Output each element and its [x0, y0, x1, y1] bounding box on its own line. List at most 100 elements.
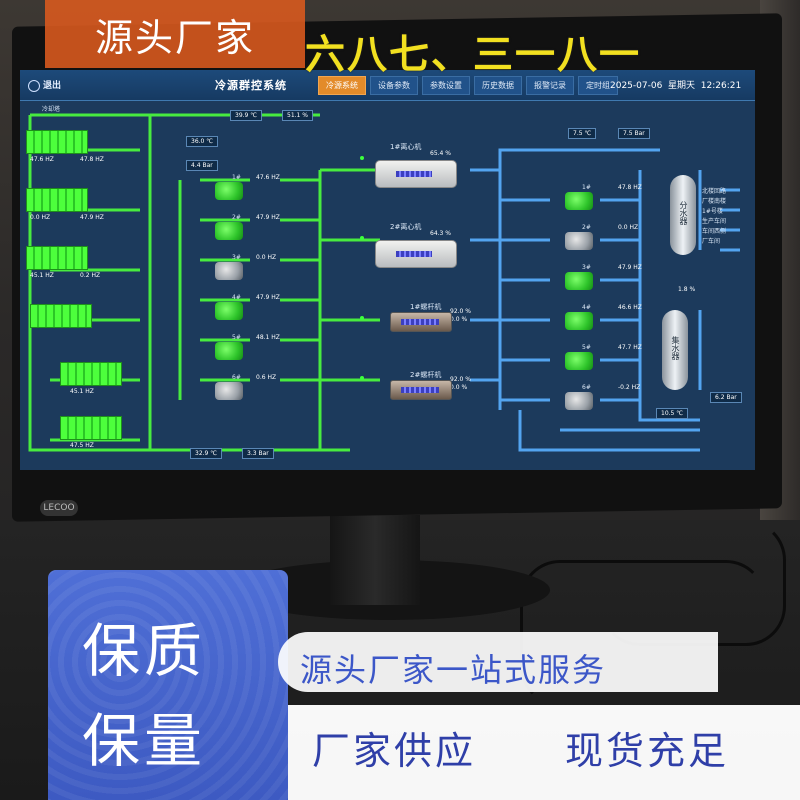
tower-hz: 47.5 HZ [70, 442, 94, 449]
cooling-tower-label: 冷却塔 [42, 106, 61, 113]
cw-pump-5[interactable] [215, 342, 243, 360]
tower-hz: 0.2 HZ [80, 272, 101, 279]
chw-pump-hz: 47.9 HZ [618, 264, 642, 271]
chiller-load: 92.0 % [450, 376, 471, 383]
cw-pump-hz: 0.6 HZ [256, 374, 277, 381]
chiller-load: 92.0 % [450, 308, 471, 315]
cw-pump-label: 2# [232, 214, 241, 221]
chiller-load: 64.3 % [430, 230, 451, 237]
cooling-tower-3 [26, 246, 88, 270]
valve-indicator [360, 376, 364, 380]
chw-pump-hz: 47.7 HZ [618, 344, 642, 351]
cw-pump-4[interactable] [215, 302, 243, 320]
chw-pump-label: 1# [582, 184, 591, 191]
chw-pump-6[interactable] [565, 392, 593, 410]
cw-pump-hz: 47.9 HZ [256, 294, 280, 301]
cw-pump-label: 5# [232, 334, 241, 341]
monitor-brand-logo: LECOO [40, 500, 78, 516]
top-humidity-readout: 51.1 % [282, 110, 313, 121]
datetime: 2025-07-06 星期天 12:26:21 [610, 78, 741, 91]
exit-button[interactable]: 退出 [28, 78, 61, 92]
tab-schedule[interactable]: 定时组 [578, 76, 618, 95]
tab-param-settings[interactable]: 参数设置 [422, 76, 470, 95]
tower-hz: 45.1 HZ [70, 388, 94, 395]
cw-return-press: 3.3 Bar [242, 448, 274, 459]
scada-screen: 退出 冷源群控系统 冷源系统 设备参数 参数设置 历史数据 报警记录 定时组 2… [20, 70, 755, 470]
tower-hz: 47.9 HZ [80, 214, 104, 221]
chw-pump-hz: 46.6 HZ [618, 304, 642, 311]
screw-chiller-1[interactable] [390, 312, 452, 332]
supply-left-text: 厂家供应 [312, 729, 477, 773]
centrifugal-chiller-1[interactable] [375, 160, 457, 188]
chiller-label: 2#螺杆机 [410, 371, 442, 379]
service-pill [278, 632, 718, 692]
cw-pump-hz: 0.0 HZ [256, 254, 277, 261]
cw-pump-hz: 48.1 HZ [256, 334, 280, 341]
chiller-label: 2#离心机 [390, 223, 422, 231]
cw-supply-press: 4.4 Bar [186, 160, 218, 171]
nav-tabs: 冷源系统 设备参数 参数设置 历史数据 报警记录 定时组 [318, 76, 618, 95]
chw-supply-press: 7.5 Bar [618, 128, 650, 139]
chw-pump-label: 2# [582, 224, 591, 231]
quality-line-1: 保质 [82, 617, 207, 685]
cw-pump-1[interactable] [215, 182, 243, 200]
cw-pump-6[interactable] [215, 382, 243, 400]
branch-label: 1#号楼 [702, 208, 723, 215]
tank-label: 分水器 [679, 201, 688, 225]
branch-label: 厂车间 [702, 238, 721, 245]
chw-pump-5[interactable] [565, 352, 593, 370]
cw-pump-hz: 47.6 HZ [256, 174, 280, 181]
time-text: 12:26:21 [700, 81, 742, 91]
tab-cold-source[interactable]: 冷源系统 [318, 76, 366, 95]
pipe-network [28, 113, 740, 452]
power-icon [28, 79, 40, 92]
chiller-label: 1#离心机 [390, 143, 422, 151]
chw-pump-hz: -0.2 HZ [618, 384, 641, 391]
chw-pump-label: 6# [582, 384, 591, 391]
supply-panel [288, 705, 800, 800]
tank-label: 集水器 [671, 336, 680, 360]
cw-pump-label: 3# [232, 254, 241, 261]
chw-pump-label: 4# [582, 304, 591, 311]
cw-pump-label: 6# [232, 374, 241, 381]
supply-header-tank: 分水器 [670, 175, 696, 255]
tab-alarms[interactable]: 报警记录 [526, 76, 574, 95]
tab-device-params[interactable]: 设备参数 [370, 76, 418, 95]
cooling-tower-2 [26, 188, 88, 212]
tower-hz: 47.8 HZ [80, 156, 104, 163]
chw-pump-label: 5# [582, 344, 591, 351]
branch-label: 生产车间 [702, 218, 727, 225]
cw-pump-2[interactable] [215, 222, 243, 240]
chw-pump-3[interactable] [565, 272, 593, 290]
cw-pump-hz: 47.9 HZ [256, 214, 280, 221]
cw-pump-label: 1# [232, 174, 241, 181]
chw-supply-temp: 7.5 ℃ [568, 128, 597, 139]
quality-panel: 保质 保量 [48, 570, 288, 800]
tower-hz: 0.0 HZ [30, 214, 51, 221]
tab-history[interactable]: 历史数据 [474, 76, 522, 95]
cw-return-temp: 32.9 ℃ [190, 448, 223, 459]
branch-label: 北楼回路 [702, 188, 727, 195]
weekday-text: 星期天 [668, 81, 696, 91]
quality-line-2: 保量 [82, 707, 207, 775]
monitor-stand [330, 515, 420, 605]
exit-label: 退出 [43, 81, 62, 91]
system-title: 冷源群控系统 [215, 79, 287, 92]
chw-pump-4[interactable] [565, 312, 593, 330]
chw-pump-2[interactable] [565, 232, 593, 250]
chiller-load-2: 0.0 % [450, 316, 468, 323]
cooling-tower-4 [30, 304, 92, 328]
centrifugal-chiller-2[interactable] [375, 240, 457, 268]
chiller-load: 65.4 % [430, 150, 451, 157]
branch-label: 车间西侧 [702, 228, 727, 235]
cooling-tower-6 [60, 416, 122, 440]
valve-indicator [360, 156, 364, 160]
cooling-tower-1 [26, 130, 88, 154]
cw-pump-3[interactable] [215, 262, 243, 280]
chw-pump-1[interactable] [565, 192, 593, 210]
screw-chiller-2[interactable] [390, 380, 452, 400]
return-header-tank: 集水器 [662, 310, 688, 390]
chw-pump-hz: 0.0 HZ [618, 224, 639, 231]
cooling-tower-5 [60, 362, 122, 386]
tower-hz: 45.1 HZ [30, 272, 54, 279]
